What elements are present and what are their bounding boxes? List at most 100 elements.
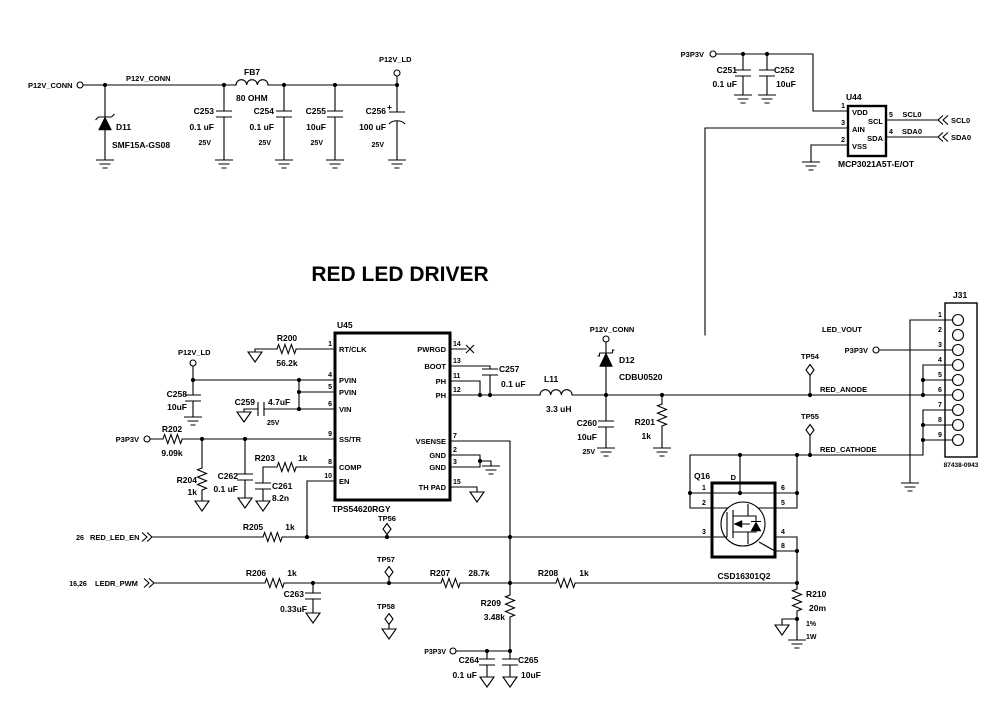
c263-ref: C263 bbox=[284, 589, 305, 599]
tp55-label: TP55 bbox=[801, 412, 819, 421]
net-p3p3v-top-label: P3P3V bbox=[681, 50, 704, 59]
ledr-pwm-offpage-icon bbox=[143, 577, 155, 589]
u45-pin-thpad: TH PAD bbox=[419, 483, 447, 492]
tp55-testpoint bbox=[805, 423, 815, 437]
net-p3p3v-sstr-label: P3P3V bbox=[116, 435, 139, 444]
c256-ref: C256 bbox=[366, 106, 387, 116]
c260-rating: 25V bbox=[583, 449, 596, 456]
ground-u45-gnd bbox=[481, 461, 501, 475]
p12v-ld-port-2 bbox=[189, 359, 197, 367]
agnd-c265 bbox=[502, 673, 518, 688]
u45-pin-rtclk: RT/CLK bbox=[339, 345, 367, 354]
junction-dots bbox=[102, 51, 926, 654]
c256-value: 100 uF bbox=[359, 122, 386, 132]
r207-value: 28.7k bbox=[468, 568, 490, 578]
u45-pin-pwrgd: PWRGD bbox=[417, 345, 446, 354]
fb7-ref: FB7 bbox=[244, 67, 260, 77]
c252-ref: C252 bbox=[774, 65, 795, 75]
c253-rating: 25V bbox=[199, 140, 212, 147]
ground-d11 bbox=[95, 155, 115, 169]
tp57-testpoint bbox=[384, 565, 394, 579]
wires bbox=[82, 53, 954, 675]
c252-cap bbox=[758, 69, 776, 77]
c263-cap bbox=[304, 592, 322, 600]
q16-pin8-num: 8 bbox=[781, 543, 785, 550]
u45-pin13-num: 13 bbox=[453, 358, 461, 365]
c255-ref: C255 bbox=[306, 106, 327, 116]
c265-ref: C265 bbox=[518, 655, 539, 665]
u44-pin-scl: SCL bbox=[868, 117, 883, 126]
c264-value: 0.1 uF bbox=[452, 670, 477, 680]
p12v-conn-port bbox=[76, 81, 84, 89]
u45-pin-gnd2: GND bbox=[429, 463, 446, 472]
fb7-ferrite-bead bbox=[235, 79, 269, 86]
agnd-c262 bbox=[237, 494, 253, 509]
u44-pin-ain-num: 3 bbox=[841, 120, 845, 127]
r208-resistor bbox=[555, 577, 576, 589]
c252-value: 10uF bbox=[776, 79, 796, 89]
r204-ref: R204 bbox=[177, 475, 198, 485]
r207-resistor bbox=[440, 577, 461, 589]
ground-c256 bbox=[387, 155, 407, 169]
r202-value: 9.09k bbox=[161, 448, 183, 458]
j31-pin8-num: 8 bbox=[938, 417, 942, 424]
c253-cap bbox=[215, 110, 233, 118]
ground-j31 bbox=[900, 478, 920, 492]
agnd-c263 bbox=[305, 609, 321, 624]
c257-cap bbox=[481, 368, 499, 376]
u44-pin-ain: AIN bbox=[852, 125, 865, 134]
ground-r210 bbox=[787, 635, 807, 649]
r201-ref: R201 bbox=[635, 417, 656, 427]
u45-pin7-num: 7 bbox=[453, 433, 457, 440]
ground-c254 bbox=[274, 155, 294, 169]
r210-value: 20m bbox=[809, 603, 826, 613]
l11-value: 3.3 uH bbox=[546, 404, 572, 414]
c264-cap bbox=[478, 658, 496, 666]
tp56-label: TP56 bbox=[378, 514, 396, 523]
u45-pin-pvin1: PVIN bbox=[339, 376, 357, 385]
c258-ref: C258 bbox=[167, 389, 188, 399]
q16-pin2-num: 2 bbox=[702, 500, 706, 507]
c251-value: 0.1 uF bbox=[712, 79, 737, 89]
u45-pin-comp: COMP bbox=[339, 463, 362, 472]
net-p3p3v-j31-label: P3P3V bbox=[845, 346, 868, 355]
c265-value: 10uF bbox=[521, 670, 541, 680]
j31-pin5-num: 5 bbox=[938, 372, 942, 379]
q16-mosfet bbox=[710, 481, 777, 559]
net-sda0-label: SDA0 bbox=[902, 127, 922, 136]
net-red-led-en-label: RED_LED_EN bbox=[90, 533, 140, 542]
net-p12v-conn-label: P12V_CONN bbox=[126, 74, 171, 83]
u45-pin-gnd1: GND bbox=[429, 451, 446, 460]
c264-ref: C264 bbox=[459, 655, 480, 665]
tp54-label: TP54 bbox=[801, 352, 820, 361]
r210-resistor bbox=[791, 588, 803, 612]
agnd-thpad bbox=[469, 488, 485, 503]
scl0-offpage-label: SCL0 bbox=[951, 116, 970, 125]
net-p3p3v-bottom-label: P3P3V bbox=[424, 649, 446, 656]
j31-pin-circles bbox=[951, 313, 965, 447]
u44-pin-sda: SDA bbox=[867, 134, 883, 143]
r201-value: 1k bbox=[642, 431, 652, 441]
r200-resistor bbox=[276, 343, 297, 355]
r210-tolerance: 1% bbox=[806, 621, 817, 628]
r200-ref: R200 bbox=[277, 333, 298, 343]
d12-schottky-diode bbox=[597, 349, 615, 367]
u44-body bbox=[846, 104, 888, 158]
u45-pin-en: EN bbox=[339, 477, 349, 486]
r206-resistor bbox=[264, 577, 285, 589]
u45-pin-pvin2: PVIN bbox=[339, 388, 357, 397]
tp54-testpoint bbox=[805, 363, 815, 377]
c262-ref: C262 bbox=[218, 471, 239, 481]
agnd-tp58 bbox=[381, 625, 397, 640]
c261-value: 8.2n bbox=[272, 493, 289, 503]
u45-pin-vsense: VSENSE bbox=[416, 437, 446, 446]
r207-ref: R207 bbox=[430, 568, 451, 578]
j31-pin1-num: 1 bbox=[938, 312, 942, 319]
net-led-vout-label: LED_VOUT bbox=[822, 325, 862, 334]
u45-pin-ph2: PH bbox=[436, 391, 446, 400]
c255-cap bbox=[326, 110, 344, 118]
q16-drain-label: D bbox=[731, 473, 737, 482]
q16-pin6-num: 6 bbox=[781, 485, 785, 492]
u45-pin2-num: 2 bbox=[453, 447, 457, 454]
u45-pin6-num: 6 bbox=[328, 401, 332, 408]
